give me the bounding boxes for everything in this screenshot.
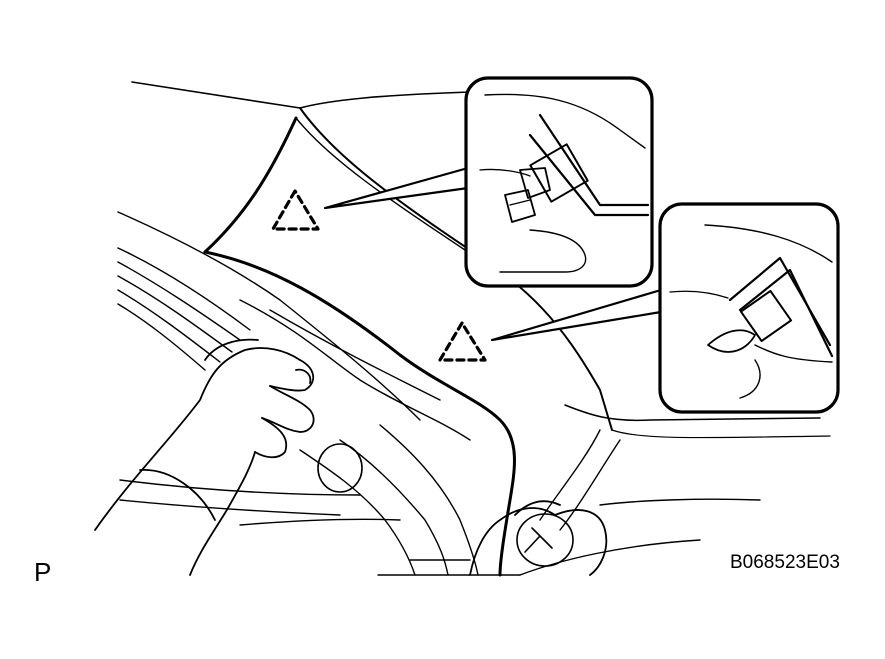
clip-location-triangle-icon-upper bbox=[271, 189, 320, 231]
figure-code-label: B068523E03 bbox=[730, 552, 840, 573]
clip-detail-inset-lower bbox=[658, 202, 840, 414]
hand-right bbox=[469, 500, 608, 576]
view-letter-label: P bbox=[34, 557, 52, 587]
clip-detail-inset-upper bbox=[464, 76, 654, 288]
hand-left bbox=[94, 338, 315, 576]
callout-leader-upper bbox=[323, 166, 470, 210]
roof-headliner-lines bbox=[131, 81, 471, 109]
door-opening-lines bbox=[117, 211, 521, 576]
clip-location-triangle-icon-lower bbox=[438, 321, 487, 362]
grommets bbox=[317, 443, 574, 567]
callout-leader-lower bbox=[490, 288, 663, 342]
